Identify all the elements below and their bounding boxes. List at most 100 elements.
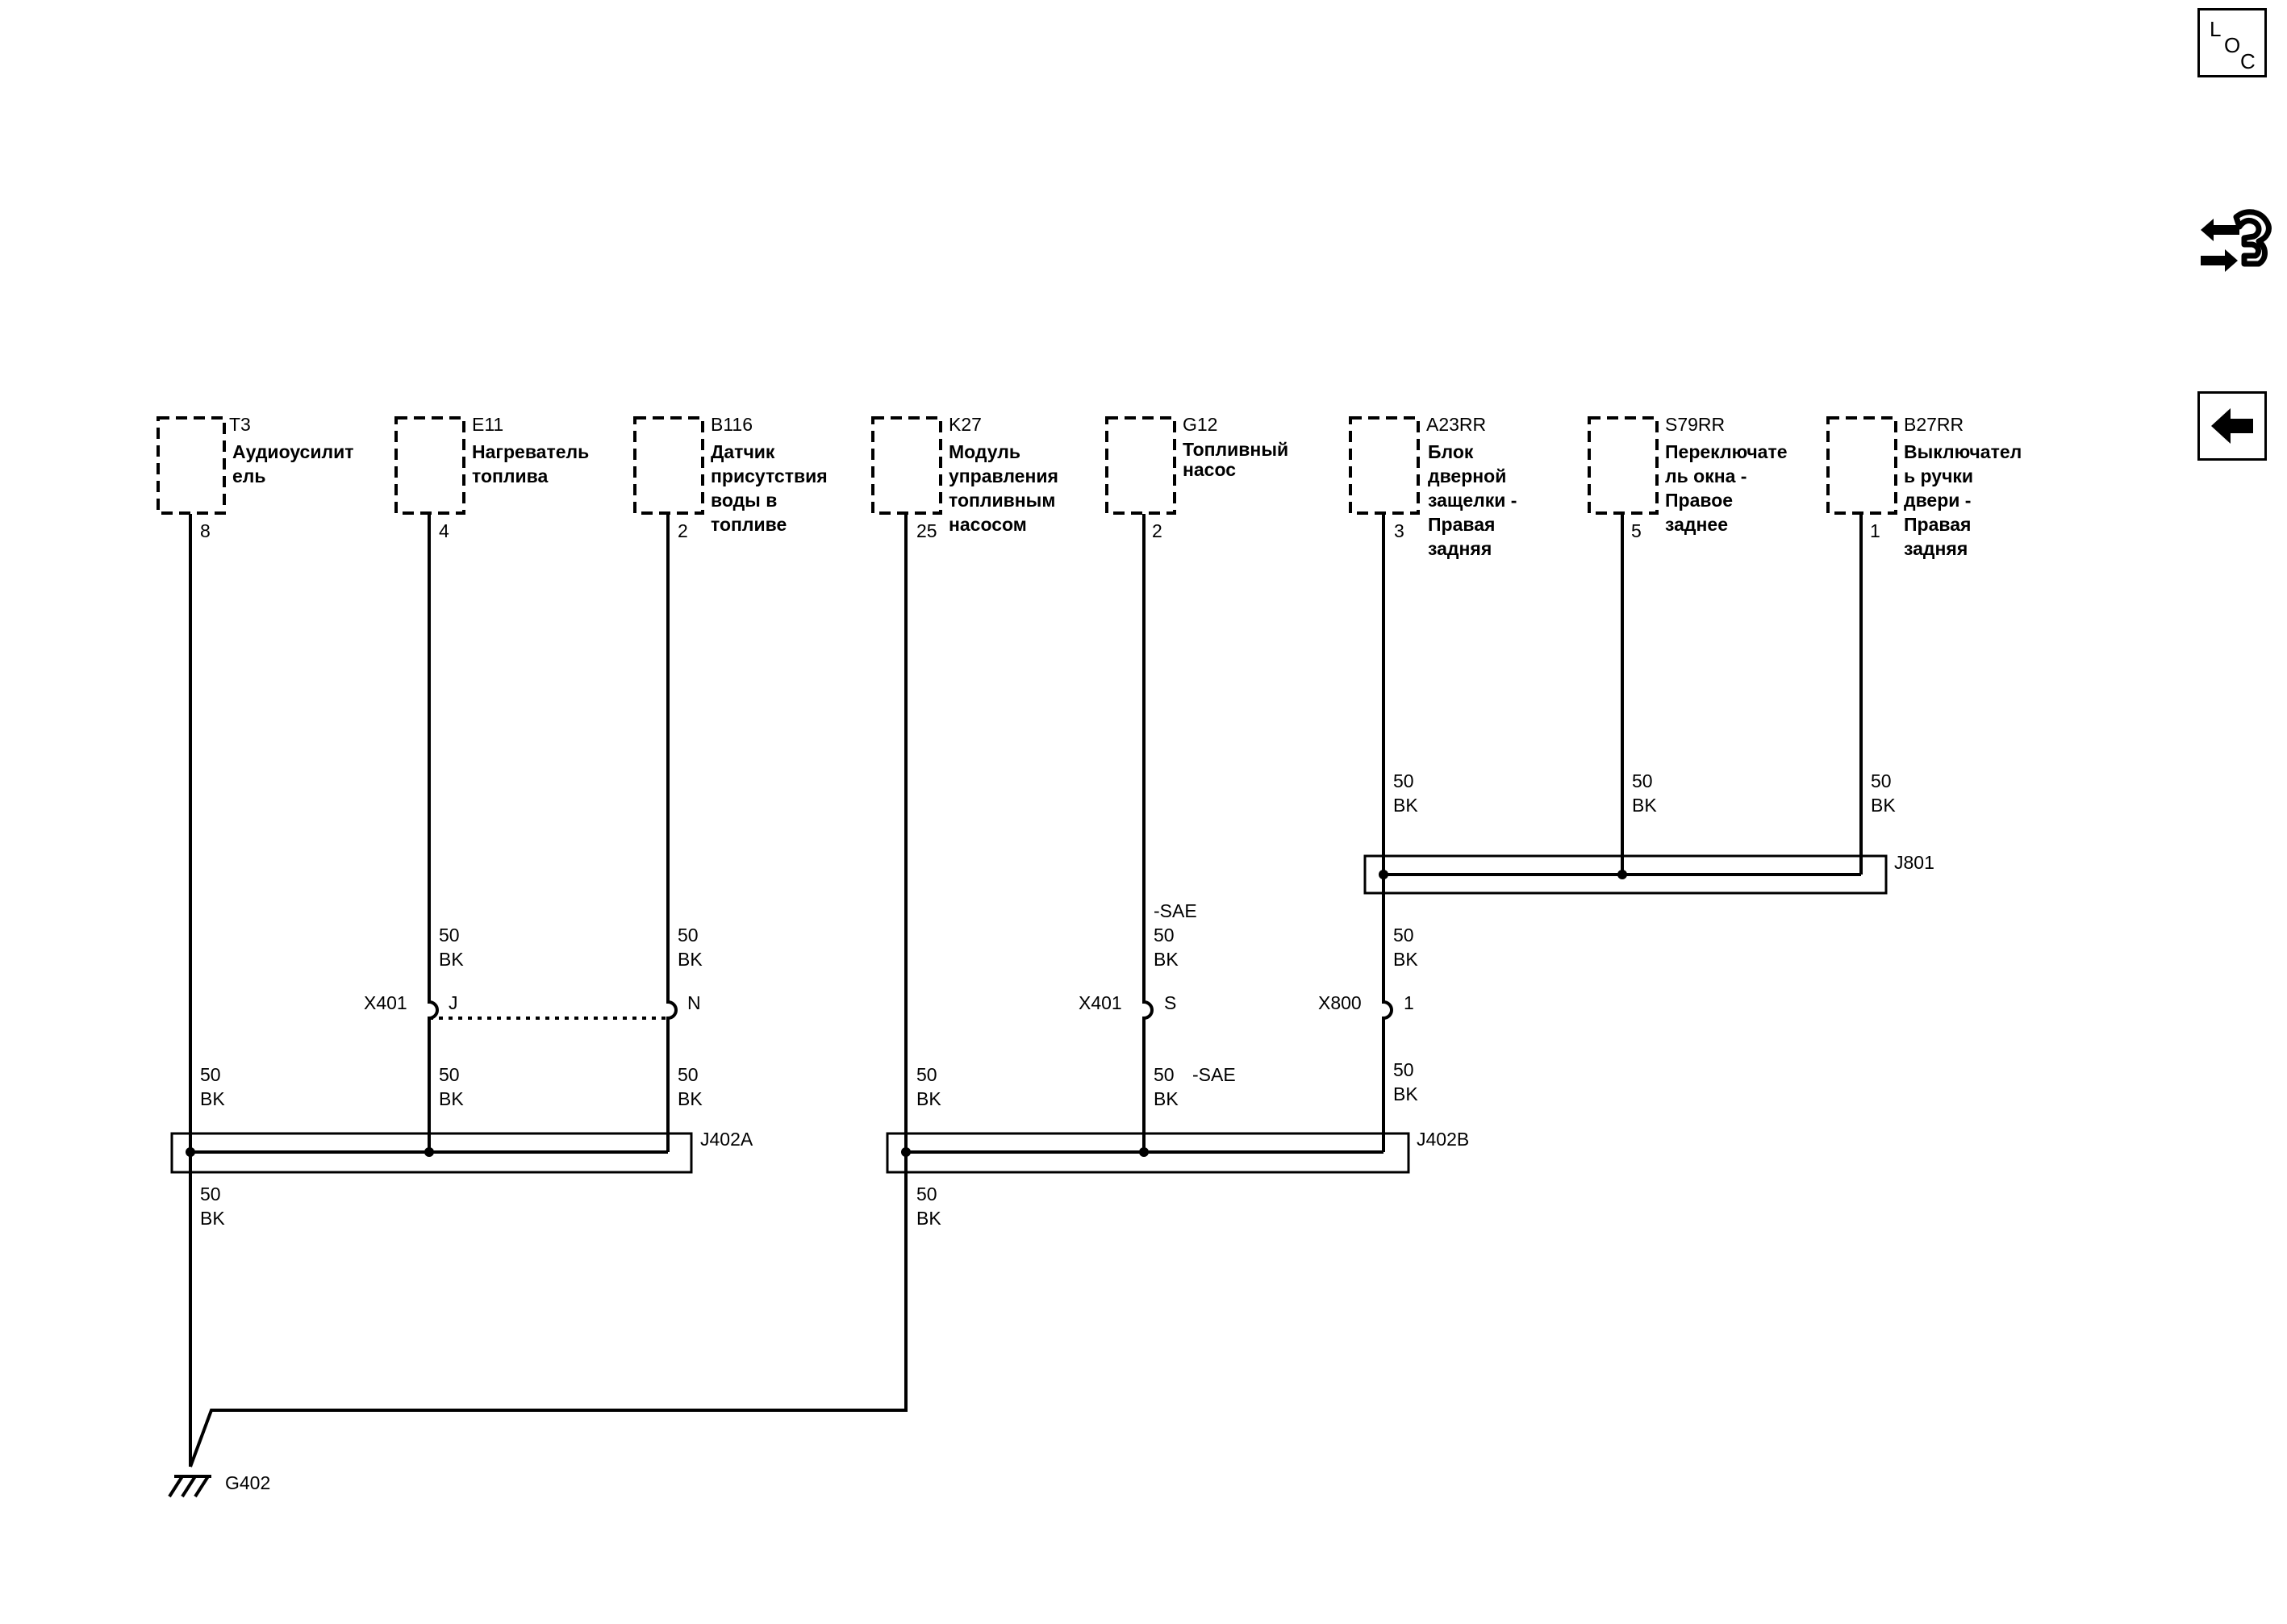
component-G12[interactable]: G12 Топливный насос 2 <box>1105 414 1288 541</box>
wire-color: BK <box>1154 949 1179 970</box>
wire-E11[interactable] <box>428 514 439 1152</box>
loc-icon: L O C <box>2210 17 2256 73</box>
pin-number: 3 <box>1394 520 1404 541</box>
wire-gauge: 50 <box>678 1064 699 1085</box>
connector-label-X401: X401 <box>364 992 407 1013</box>
ground-G402[interactable]: G402 <box>168 1472 270 1498</box>
wire-gauge: 50 <box>200 1064 221 1085</box>
component-box <box>1349 416 1420 515</box>
component-name-line: ь ручки <box>1904 465 1973 486</box>
component-name-line: Аудиоусилит <box>232 441 353 462</box>
wire-gauge: 50 <box>678 925 699 946</box>
back-button[interactable] <box>2197 391 2267 461</box>
connector-view-button[interactable] <box>2196 206 2273 286</box>
wire-gauge: 50 <box>439 925 460 946</box>
splice-label: J402A <box>700 1129 753 1150</box>
wire-gauge: 50 <box>200 1184 221 1204</box>
connector-pin: N <box>687 992 701 1013</box>
connector-pin: 1 <box>1404 992 1414 1013</box>
loc-letter: L <box>2210 17 2221 41</box>
component-name-line: управления <box>949 465 1058 486</box>
wire-gauge: 50 <box>1871 770 1892 791</box>
connector-pin: S <box>1164 992 1176 1013</box>
component-id: K27 <box>949 414 982 435</box>
component-name-line: Датчик <box>711 441 775 462</box>
component-S79RR[interactable]: S79RR Переключате ль окна - Правое задне… <box>1588 414 1788 541</box>
component-name-line: Правая <box>1904 514 1971 535</box>
splice-label: J402B <box>1417 1129 1469 1150</box>
pin-number: 2 <box>678 520 688 541</box>
pin-number: 8 <box>200 520 211 541</box>
wire-color: BK <box>1393 795 1418 816</box>
wire-gauge: 50 <box>1154 1064 1175 1085</box>
splice-box <box>1363 854 1888 895</box>
wire-color: BK <box>916 1088 941 1109</box>
splice-J402B[interactable]: J402B <box>886 1129 1469 1174</box>
component-name-line: Правая <box>1428 514 1495 535</box>
pin-number: 5 <box>1631 520 1642 541</box>
splice-dot <box>186 1147 195 1157</box>
component-name-line: дверной <box>1428 465 1506 486</box>
component-K27[interactable]: K27 Модуль управления топливным насосом … <box>871 414 1058 541</box>
splice-box <box>170 1132 693 1174</box>
wire-B116[interactable] <box>666 514 678 1152</box>
component-name-line: Топливный <box>1183 439 1288 460</box>
pin-number: 4 <box>439 520 449 541</box>
wire-gauge: 50 <box>1393 770 1414 791</box>
component-name-line: присутствия <box>711 465 828 486</box>
component-name-line: заднее <box>1665 514 1728 535</box>
component-id: B27RR <box>1904 414 1964 435</box>
wire-K27[interactable] <box>189 514 908 1467</box>
component-E11[interactable]: E11 Нагреватель топлива 4 <box>394 414 589 541</box>
component-name-line: топливным <box>949 490 1055 511</box>
component-name-line: воды в <box>711 490 777 511</box>
component-box <box>394 416 465 515</box>
wire-G12[interactable] <box>1142 514 1154 1152</box>
component-box <box>871 416 942 515</box>
splice-J801[interactable]: J801 <box>1363 852 1934 895</box>
wire-gauge: 50 <box>1154 925 1175 946</box>
component-T3[interactable]: T3 Аудиоусилит ель 8 <box>157 414 353 541</box>
pin-number: 1 <box>1870 520 1880 541</box>
wire-gauge: 50 <box>439 1064 460 1085</box>
component-name-line: Модуль <box>949 441 1020 462</box>
wire-gauge: 50 <box>1393 925 1414 946</box>
component-box <box>1588 416 1659 515</box>
wire-color: BK <box>1393 1083 1418 1104</box>
component-name-line: Правое <box>1665 490 1733 511</box>
wire-color: BK <box>1632 795 1657 816</box>
connector-icon <box>2201 209 2272 272</box>
loc-button[interactable]: L O C <box>2197 8 2267 77</box>
pin-number: 25 <box>916 520 937 541</box>
connector-label-X401: X401 <box>1079 992 1122 1013</box>
component-box <box>633 416 704 515</box>
component-name-line: Блок <box>1428 441 1474 462</box>
wire-color: BK <box>200 1088 225 1109</box>
wire-option: -SAE <box>1192 1064 1236 1085</box>
splice-box <box>886 1132 1410 1174</box>
component-B27RR[interactable]: B27RR Выключател ь ручки двери - Правая … <box>1826 414 2022 559</box>
component-A23RR[interactable]: A23RR Блок дверной защелки - Правая задн… <box>1349 414 1517 559</box>
splice-dot <box>424 1147 434 1157</box>
connector-pin: J <box>449 992 458 1013</box>
component-box <box>157 416 226 515</box>
component-name-line: Выключател <box>1904 441 2022 462</box>
wire-A23RR[interactable] <box>1382 514 1393 1152</box>
wire-gauge: 50 <box>916 1064 937 1085</box>
splice-J402A[interactable]: J402A <box>170 1129 753 1174</box>
wire-color: BK <box>439 1088 464 1109</box>
component-name-line: ль окна - <box>1665 465 1747 486</box>
component-name-line: топлива <box>472 465 548 486</box>
wire-color: BK <box>439 949 464 970</box>
wire-color: BK <box>916 1208 941 1229</box>
component-name-line: двери - <box>1904 490 1971 511</box>
wire-option: -SAE <box>1154 900 1197 921</box>
back-arrow-icon <box>2211 408 2253 444</box>
component-id: S79RR <box>1665 414 1725 435</box>
splice-dot <box>1139 1147 1149 1157</box>
component-B116[interactable]: B116 Датчик присутствия воды в топливе 2 <box>633 414 828 541</box>
component-id: B116 <box>711 414 753 435</box>
ground-label: G402 <box>225 1472 270 1493</box>
